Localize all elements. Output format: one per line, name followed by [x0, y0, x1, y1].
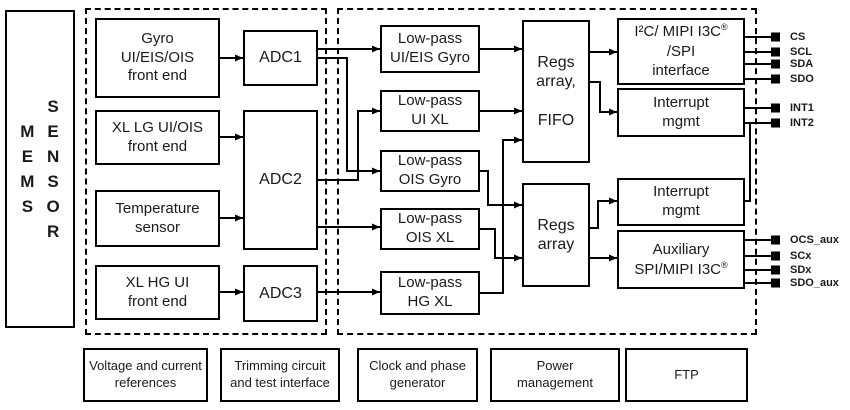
pin-pad-cs: [771, 32, 780, 42]
xl-lg-front-end-box: XL LG UI/OIS front end: [95, 110, 220, 165]
pin-pad-sdo-aux: [771, 278, 780, 288]
mems-sensor-box: M E M S S E N S O R: [5, 10, 75, 328]
pin-pad-sda: [771, 59, 780, 69]
auxiliary-spi-label: Auxiliary SPI/MIPI I3C®: [634, 240, 727, 279]
i2c-line1: I²C/ MIPI I3C: [634, 23, 722, 41]
pin-label-int2: INT2: [790, 117, 814, 129]
clock-phase-generator-box: Clock and phase generator: [357, 348, 478, 402]
interrupt-mgmt-box-1: Interrupt mgmt: [617, 88, 745, 137]
i2c-mipi-spi-interface-box: I²C/ MIPI I3C® /SPI interface: [617, 18, 745, 85]
i2c-line2: /SPI: [666, 42, 696, 60]
adc2-box: ADC2: [243, 110, 318, 250]
auxiliary-spi-box: Auxiliary SPI/MIPI I3C®: [617, 230, 745, 289]
regs-array-box: Regs array: [522, 183, 590, 287]
pin-pad-int1: [771, 103, 780, 113]
voltage-current-references-box: Voltage and current references: [83, 348, 208, 402]
lowpass-ois-gyro-box: Low-pass OIS Gyro: [380, 150, 480, 192]
temperature-sensor-box: Temperature sensor: [95, 190, 220, 247]
pin-pad-sdx: [771, 265, 780, 275]
trimming-test-interface-box: Trimming circuit and test interface: [220, 348, 340, 402]
regs-array-fifo-box: Regs array, FIFO: [522, 20, 590, 163]
pin-label-sda: SDA: [790, 58, 814, 70]
pin-pad-scx: [771, 251, 780, 261]
lowpass-hg-xl-box: Low-pass HG XL: [380, 271, 480, 315]
pin-pad-scl: [771, 47, 780, 57]
ftp-box: FTP: [625, 348, 748, 402]
aux-line1: Auxiliary: [652, 241, 710, 258]
lowpass-ui-xl-box: Low-pass UI XL: [380, 90, 480, 132]
pin-label-cs: CS: [790, 31, 806, 43]
gyro-front-end-box: Gyro UI/EIS/OIS front end: [95, 18, 220, 98]
pin-label-sdx: SDx: [790, 264, 812, 276]
pin-pad-sdo: [771, 74, 780, 84]
pin-label-sdo-aux: SDO_aux: [790, 277, 839, 289]
xl-hg-front-end-box: XL HG UI front end: [95, 265, 220, 320]
aux-line2: SPI/MIPI I3C: [634, 260, 722, 278]
power-management-box: Power management: [490, 348, 620, 402]
interrupt-mgmt-box-2: Interrupt mgmt: [617, 178, 745, 226]
adc3-box: ADC3: [243, 265, 318, 322]
adc1-box: ADC1: [243, 30, 318, 86]
mems-vertical-word: M E M S: [20, 122, 35, 216]
pin-pad-ocs-aux: [771, 235, 780, 245]
registered-mark: ®: [721, 22, 728, 33]
pin-label-ocs-aux: OCS_aux: [790, 234, 839, 246]
pin-pad-int2: [771, 118, 780, 128]
sensor-vertical-word: S E N S O R: [46, 97, 60, 241]
i2c-line3: interface: [652, 62, 710, 80]
pin-pads: [771, 32, 780, 288]
pin-label-scl: SCL: [790, 46, 812, 58]
i2c-interface-label: I²C/ MIPI I3C® /SPI interface: [634, 22, 727, 81]
pin-label-sdo: SDO: [790, 73, 814, 85]
pin-label-int1: INT1: [790, 102, 814, 114]
registered-mark: ®: [721, 259, 728, 270]
pin-label-scx: SCx: [790, 250, 812, 262]
lowpass-ois-xl-box: Low-pass OIS XL: [380, 208, 480, 250]
lowpass-ui-eis-gyro-box: Low-pass UI/EIS Gyro: [380, 25, 480, 73]
